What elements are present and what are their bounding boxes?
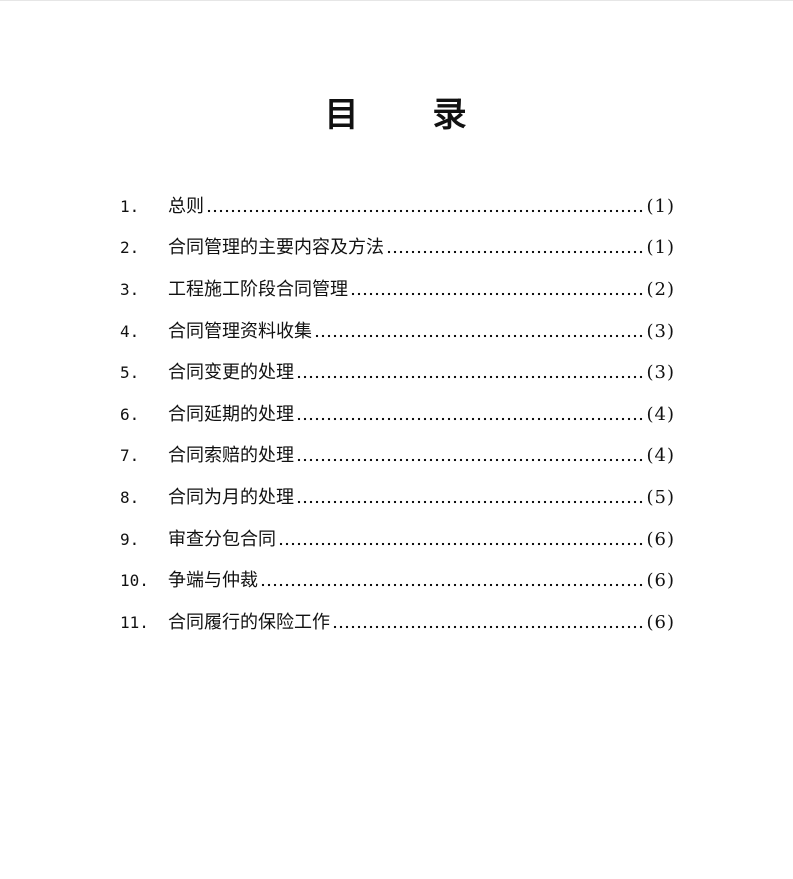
toc-entry-page: (5) <box>646 486 675 508</box>
toc-entry[interactable]: 11. 合同履行的保险工作 (6) <box>120 602 675 644</box>
toc-entry-title: 争端与仲裁 <box>168 570 258 592</box>
toc-entry-title: 合同变更的处理 <box>168 362 294 384</box>
dot-leader <box>296 442 645 471</box>
toc-entry-number: 8. <box>120 487 140 507</box>
toc-entry-number: 6. <box>120 404 140 424</box>
toc-entry-title: 合同为月的处理 <box>168 486 294 508</box>
toc-entry-page: (2) <box>646 278 675 300</box>
dot-leader <box>260 567 645 596</box>
toc-entry-page: (6) <box>646 570 675 592</box>
toc-entry-title: 合同管理资料收集 <box>168 320 312 342</box>
toc-entry-title: 合同索赔的处理 <box>168 445 294 467</box>
toc-entry-page: (3) <box>646 320 675 342</box>
toc-entry[interactable]: 5. 合同变更的处理 (3) <box>120 352 675 394</box>
toc-entry-number: 3. <box>120 279 140 299</box>
toc-entry-page: (1) <box>646 237 675 259</box>
dot-leader <box>206 192 645 221</box>
toc-entry-title: 总则 <box>168 195 204 217</box>
toc-entry-title: 工程施工阶段合同管理 <box>168 278 348 300</box>
toc-entry-page: (6) <box>646 528 675 550</box>
toc-entry[interactable]: 4. 合同管理资料收集 (3) <box>120 311 675 353</box>
toc-entry-title: 合同延期的处理 <box>168 403 294 425</box>
toc-entry-page: (4) <box>646 403 675 425</box>
toc-entry-number: 4. <box>120 321 140 341</box>
toc-entry-page: (1) <box>646 195 675 217</box>
toc-entry-title: 审查分包合同 <box>168 528 276 550</box>
toc-entry[interactable]: 6. 合同延期的处理 (4) <box>120 394 675 436</box>
toc-entry-page: (3) <box>646 362 675 384</box>
table-of-contents: 1. 总则 (1) 2. 合同管理的主要内容及方法 (1) 3. 工程施工阶段合… <box>120 186 675 644</box>
toc-entry-title: 合同管理的主要内容及方法 <box>168 237 384 259</box>
dot-leader <box>350 275 645 304</box>
toc-entry-page: (6) <box>646 611 675 633</box>
dot-leader <box>332 608 645 637</box>
dot-leader <box>314 317 645 346</box>
dot-leader <box>278 525 645 554</box>
dot-leader <box>296 483 645 512</box>
toc-entry-number: 11. <box>120 612 149 632</box>
page-title: 目 录 <box>324 95 469 135</box>
dot-leader <box>296 400 645 429</box>
toc-entry[interactable]: 8. 合同为月的处理 (5) <box>120 477 675 519</box>
toc-entry-number: 1. <box>120 196 140 216</box>
dot-leader <box>296 359 645 388</box>
toc-entry-number: 5. <box>120 363 140 383</box>
toc-entry[interactable]: 1. 总则 (1) <box>120 186 675 228</box>
toc-entry-number: 2. <box>120 238 140 258</box>
toc-entry[interactable]: 2. 合同管理的主要内容及方法 (1) <box>120 228 675 270</box>
toc-entry[interactable]: 10. 争端与仲裁 (6) <box>120 560 675 602</box>
toc-entry[interactable]: 9. 审查分包合同 (6) <box>120 519 675 561</box>
toc-entry-number: 10. <box>120 571 149 591</box>
toc-entry-page: (4) <box>646 445 675 467</box>
dot-leader <box>386 234 645 263</box>
toc-entry[interactable]: 7. 合同索赔的处理 (4) <box>120 436 675 478</box>
toc-entry-number: 7. <box>120 446 140 466</box>
toc-entry-title: 合同履行的保险工作 <box>168 611 330 633</box>
toc-entry[interactable]: 3. 工程施工阶段合同管理 (2) <box>120 269 675 311</box>
toc-entry-number: 9. <box>120 529 140 549</box>
